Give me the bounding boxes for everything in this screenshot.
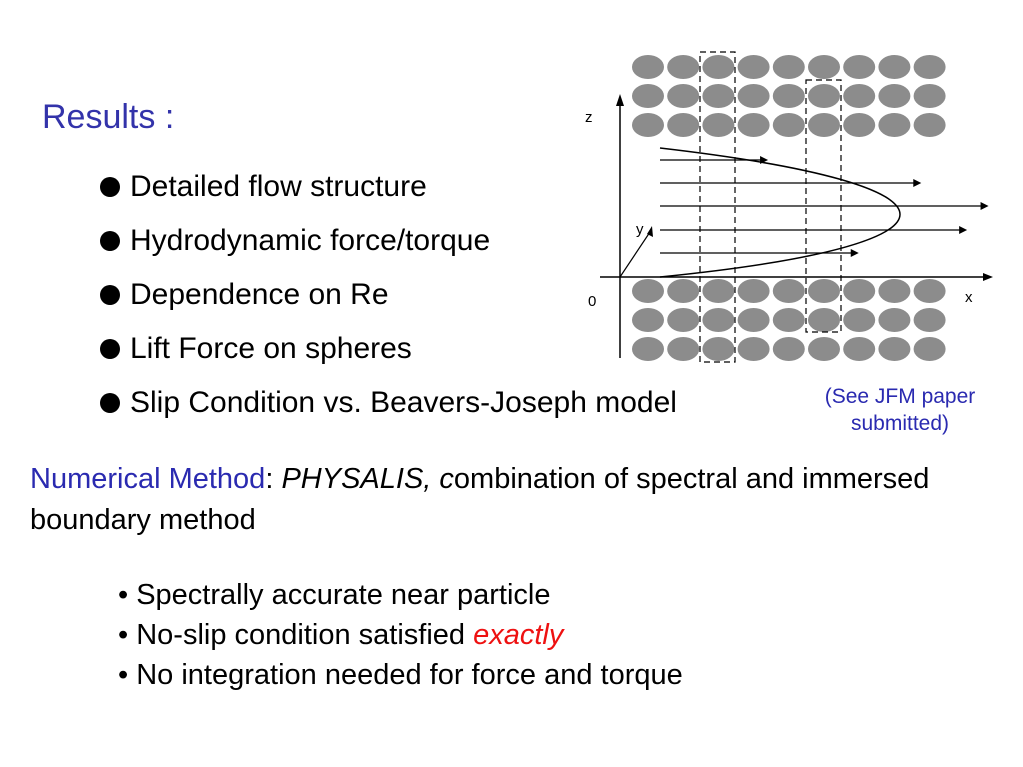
- list-item: • No-slip condition satisfied exactly: [118, 619, 564, 651]
- sphere: [667, 337, 700, 361]
- velocity-arrowhead: [959, 226, 968, 234]
- exactly-emphasis: exactly: [473, 619, 564, 651]
- sphere: [913, 55, 946, 79]
- sphere: [702, 113, 735, 137]
- sphere: [702, 84, 735, 108]
- sphere: [667, 279, 700, 303]
- sphere: [702, 337, 735, 361]
- bullet-dot: [100, 177, 120, 197]
- sphere: [878, 55, 911, 79]
- sphere: [667, 308, 700, 332]
- sphere: [632, 337, 664, 361]
- list-item: • No integration needed for force and to…: [118, 659, 683, 691]
- y-axis-arrowhead: [647, 226, 653, 237]
- list-item: Slip Condition vs. Beavers-Joseph model: [100, 376, 677, 430]
- velocity-profile: [659, 147, 901, 278]
- method-label: Numerical Method: [30, 463, 266, 495]
- sphere: [878, 113, 911, 137]
- sphere: [737, 55, 770, 79]
- sphere: [843, 337, 876, 361]
- sphere: [913, 279, 946, 303]
- velocity-arrows: [660, 156, 989, 257]
- results-list: Detailed flow structure Hydrodynamic for…: [100, 160, 677, 430]
- sphere: [632, 113, 664, 137]
- sphere: [737, 84, 770, 108]
- sphere: [878, 337, 911, 361]
- bullet-dot: [100, 285, 120, 305]
- sphere: [878, 279, 911, 303]
- velocity-arrowhead: [850, 249, 859, 257]
- sphere: [808, 84, 840, 108]
- list-item: • Spectrally accurate near particle: [118, 579, 551, 611]
- method-name: PHYSALIS,: [281, 463, 432, 495]
- x-axis-label: x: [965, 289, 973, 306]
- sphere: [772, 279, 805, 303]
- numerical-method-paragraph: Numerical Method: PHYSALIS, combination …: [30, 463, 930, 536]
- sphere: [808, 279, 840, 303]
- sphere: [843, 113, 876, 137]
- list-item: Lift Force on spheres: [100, 322, 677, 376]
- list-item: Hydrodynamic force/torque: [100, 214, 677, 268]
- sphere: [808, 113, 840, 137]
- sphere: [843, 84, 876, 108]
- z-axis-label: z: [585, 109, 593, 126]
- sphere: [808, 337, 840, 361]
- sphere: [878, 308, 911, 332]
- list-item: Dependence on Re: [100, 268, 677, 322]
- sphere: [632, 84, 664, 108]
- bullet-dot: [100, 339, 120, 359]
- y-axis-label: y: [636, 221, 644, 238]
- sphere: [667, 113, 700, 137]
- sphere: [843, 279, 876, 303]
- x-axis-arrowhead: [983, 273, 993, 281]
- y-axis: [619, 231, 651, 278]
- sphere: [772, 113, 805, 137]
- z-axis-arrowhead: [616, 94, 624, 106]
- sphere: [913, 337, 946, 361]
- sphere: [632, 55, 664, 79]
- sphere-rows-top: [632, 55, 946, 137]
- sphere: [913, 308, 946, 332]
- origin-label: 0: [588, 293, 596, 310]
- sphere: [632, 279, 664, 303]
- sphere: [808, 55, 840, 79]
- sphere: [913, 84, 946, 108]
- sphere: [772, 337, 805, 361]
- sphere: [737, 279, 770, 303]
- results-heading: Results :: [42, 98, 175, 136]
- sphere: [878, 84, 911, 108]
- sphere: [667, 55, 700, 79]
- velocity-arrowhead: [913, 179, 922, 187]
- sphere: [702, 279, 735, 303]
- sphere: [632, 308, 664, 332]
- sphere: [772, 308, 805, 332]
- sphere: [808, 308, 840, 332]
- sphere-rows-bottom: [632, 279, 946, 361]
- sphere: [737, 337, 770, 361]
- sphere: [772, 84, 805, 108]
- sphere: [667, 84, 700, 108]
- dashed-column-left: [699, 51, 736, 363]
- velocity-arrowhead: [760, 156, 769, 164]
- sphere: [737, 308, 770, 332]
- method-features-list: • Spectrally accurate near particle • No…: [118, 575, 683, 695]
- sphere: [737, 113, 770, 137]
- bullet-dot: [100, 393, 120, 413]
- flow-diagram: z y x 0: [585, 51, 993, 363]
- bullet-dot: [100, 231, 120, 251]
- sphere: [772, 55, 805, 79]
- sphere: [913, 113, 946, 137]
- sphere: [843, 308, 876, 332]
- sphere: [702, 55, 735, 79]
- sphere: [702, 308, 735, 332]
- jfm-paper-note: (See JFM paper submitted): [824, 385, 976, 435]
- list-item: Detailed flow structure: [100, 160, 677, 214]
- sphere: [843, 55, 876, 79]
- velocity-arrowhead: [980, 202, 989, 210]
